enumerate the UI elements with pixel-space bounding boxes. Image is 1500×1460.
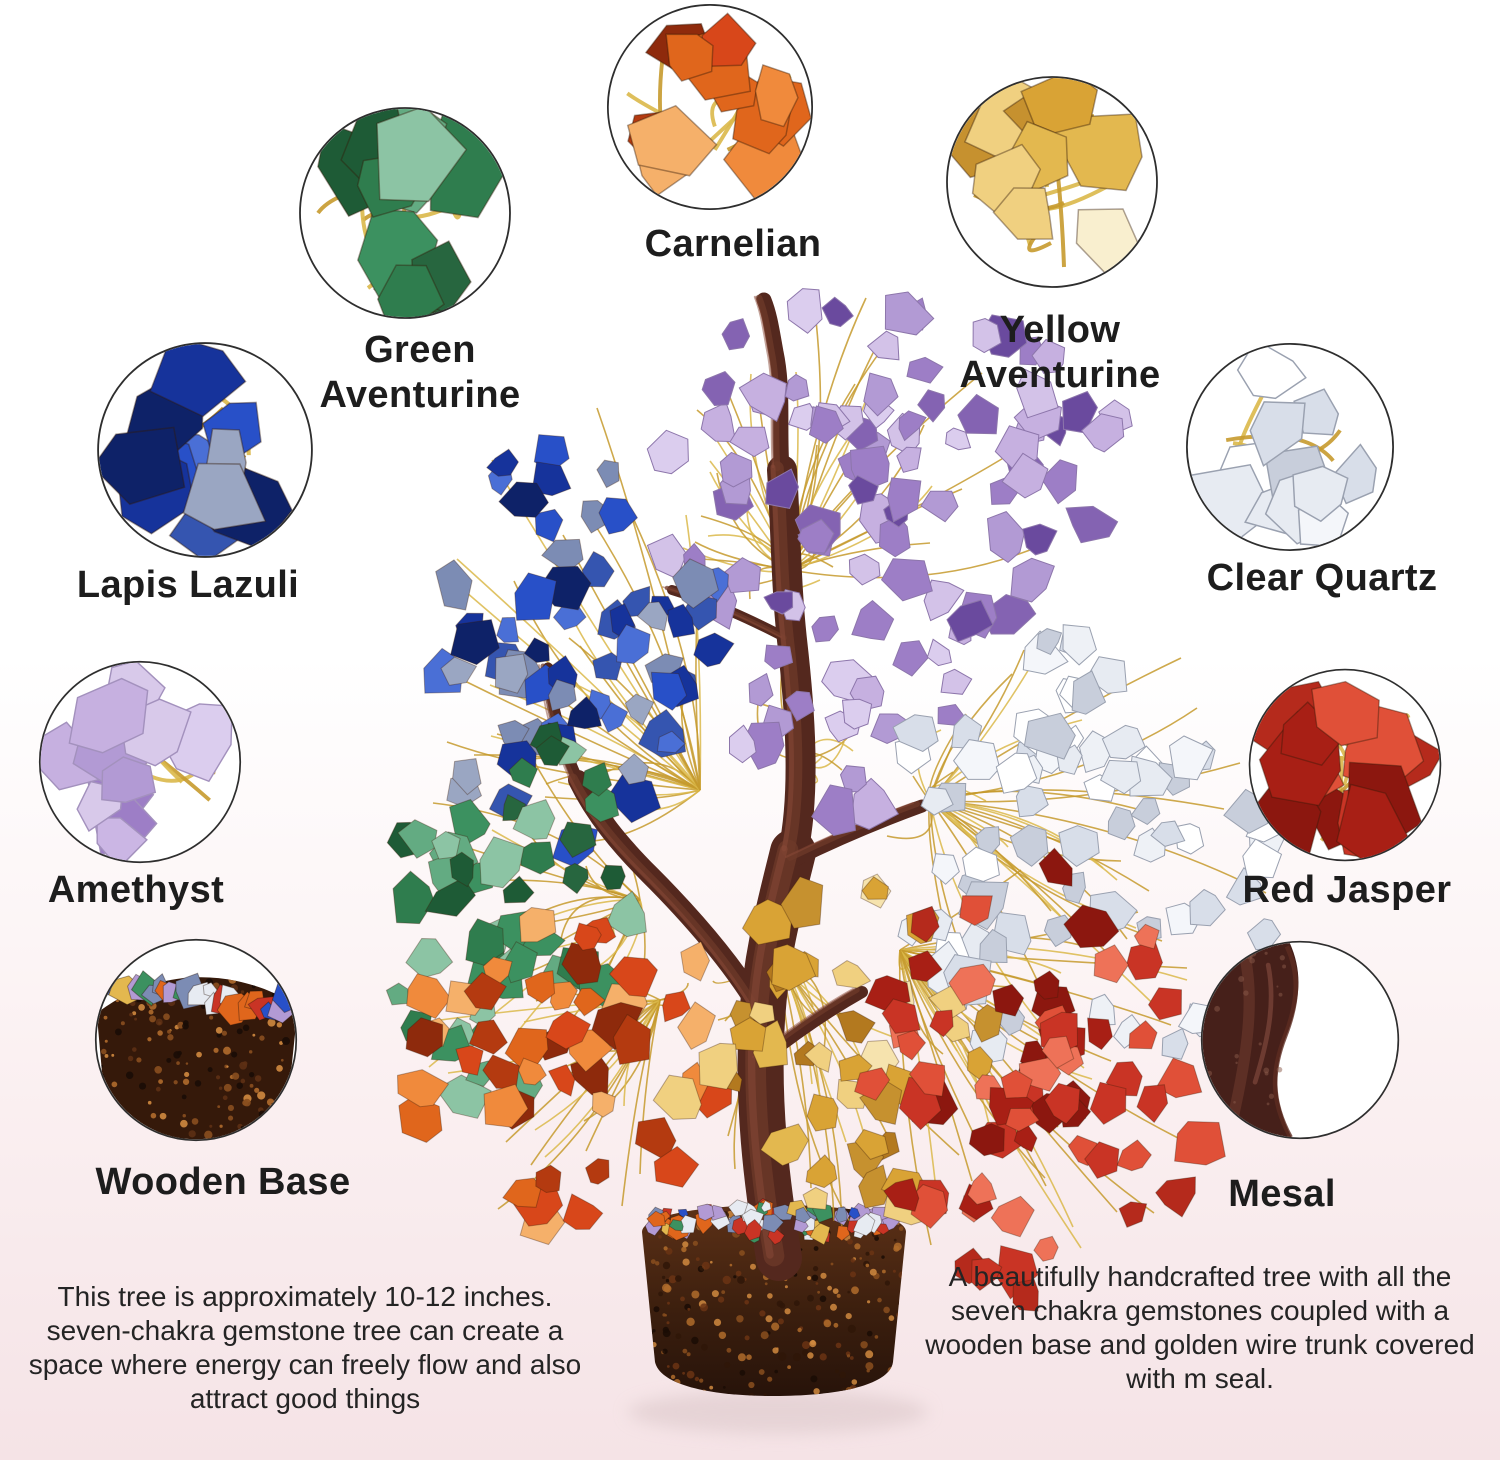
callout-carnelian	[603, 0, 817, 214]
red-jasper-photo-circle	[1248, 668, 1442, 862]
label-red-jasper: Red Jasper	[1242, 869, 1452, 911]
green-aventurine-photo-circle	[299, 107, 511, 319]
yellow-aventurine-photo-circle	[946, 76, 1158, 288]
lapis-lazuli-photo-circle	[97, 342, 313, 558]
amethyst-photo-circle	[38, 660, 242, 864]
label-clear-quartz: Clear Quartz	[1206, 557, 1438, 599]
description-right: A beautifully handcrafted tree with all …	[925, 1261, 1475, 1395]
callout-lapis-lazuli	[93, 338, 317, 562]
description-left: This tree is approximately 10-12 inches.…	[28, 1281, 582, 1415]
label-lapis-lazuli: Lapis Lazuli	[76, 564, 300, 606]
label-green-aventurine: Green Aventurine	[319, 329, 521, 416]
callout-red-jasper	[1245, 665, 1445, 865]
label-mesal: Mesal	[1228, 1173, 1336, 1215]
callout-green-aventurine	[295, 103, 515, 323]
callout-amethyst	[35, 657, 245, 867]
carnelian-photo-circle	[606, 3, 814, 211]
mesal-photo-circle	[1200, 940, 1400, 1140]
callout-yellow-aventurine	[942, 72, 1162, 292]
label-amethyst: Amethyst	[47, 869, 225, 911]
clear-quartz-photo-circle	[1186, 343, 1394, 551]
label-yellow-aventurine: Yellow Aventurine	[959, 309, 1161, 396]
callout-wooden-base	[91, 935, 301, 1145]
label-wooden-base: Wooden Base	[95, 1161, 351, 1203]
label-carnelian: Carnelian	[644, 223, 822, 265]
wooden-base-photo-circle	[94, 938, 298, 1142]
callout-clear-quartz	[1182, 339, 1398, 555]
callout-mesal	[1197, 937, 1403, 1143]
